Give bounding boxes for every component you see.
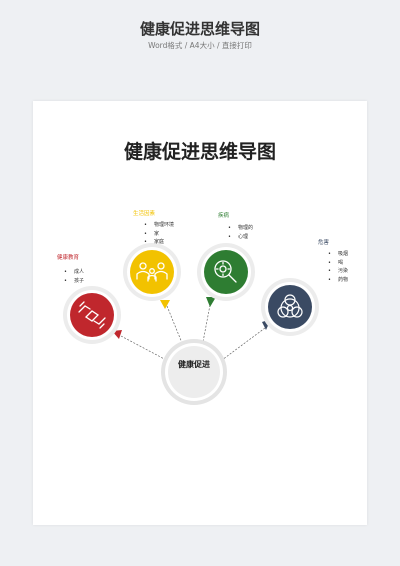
list-item: 心理 — [228, 233, 253, 242]
list-item: 喝 — [328, 259, 348, 268]
branch-items-health-education: 成人 孩子 — [64, 268, 84, 285]
connector-lifestyle — [166, 305, 183, 344]
branch-node-disease — [197, 243, 255, 307]
document-title: 健康促进思维导图 — [123, 141, 276, 163]
branch-node-hazard — [261, 278, 319, 336]
branch-label-lifestyle: 生活因素 — [133, 211, 156, 217]
connector-disease — [202, 304, 211, 343]
center-node-label: 健康促进 — [178, 360, 210, 369]
handshake-icon — [78, 301, 106, 329]
list-item: 家庭 — [144, 238, 174, 247]
branch-label-disease: 疾病 — [218, 213, 230, 219]
list-item: 药物 — [328, 276, 348, 285]
family-icon — [136, 262, 168, 282]
list-item: 成人 — [64, 268, 84, 277]
branch-label-hazard: 危害 — [318, 240, 330, 246]
branch-items-lifestyle: 物理环境 家 家庭 — [144, 221, 174, 247]
branch-items-hazard: 吸烟 喝 污染 药物 — [328, 250, 348, 284]
branch-items-disease: 物理的 心理 — [228, 224, 253, 241]
branch-node-health-education — [63, 286, 122, 344]
list-item: 物理的 — [228, 224, 253, 233]
header-title: 健康促进思维导图 — [139, 20, 260, 38]
list-item: 家 — [144, 230, 174, 239]
branch-label-health-education: 健康教育 — [57, 255, 80, 261]
center-node — [161, 339, 227, 405]
list-item: 物理环境 — [144, 221, 174, 230]
virus-magnifier-icon — [214, 260, 237, 283]
connector-hazard — [221, 327, 266, 361]
list-item: 吸烟 — [328, 250, 348, 259]
list-item: 污染 — [328, 267, 348, 276]
list-item: 孩子 — [64, 277, 84, 286]
header-subtitle: Word格式 / A4大小 / 直接打印 — [148, 41, 252, 50]
connector-health-education — [120, 335, 171, 363]
branch-node-lifestyle — [123, 243, 181, 309]
biohazard-icon — [277, 294, 303, 318]
